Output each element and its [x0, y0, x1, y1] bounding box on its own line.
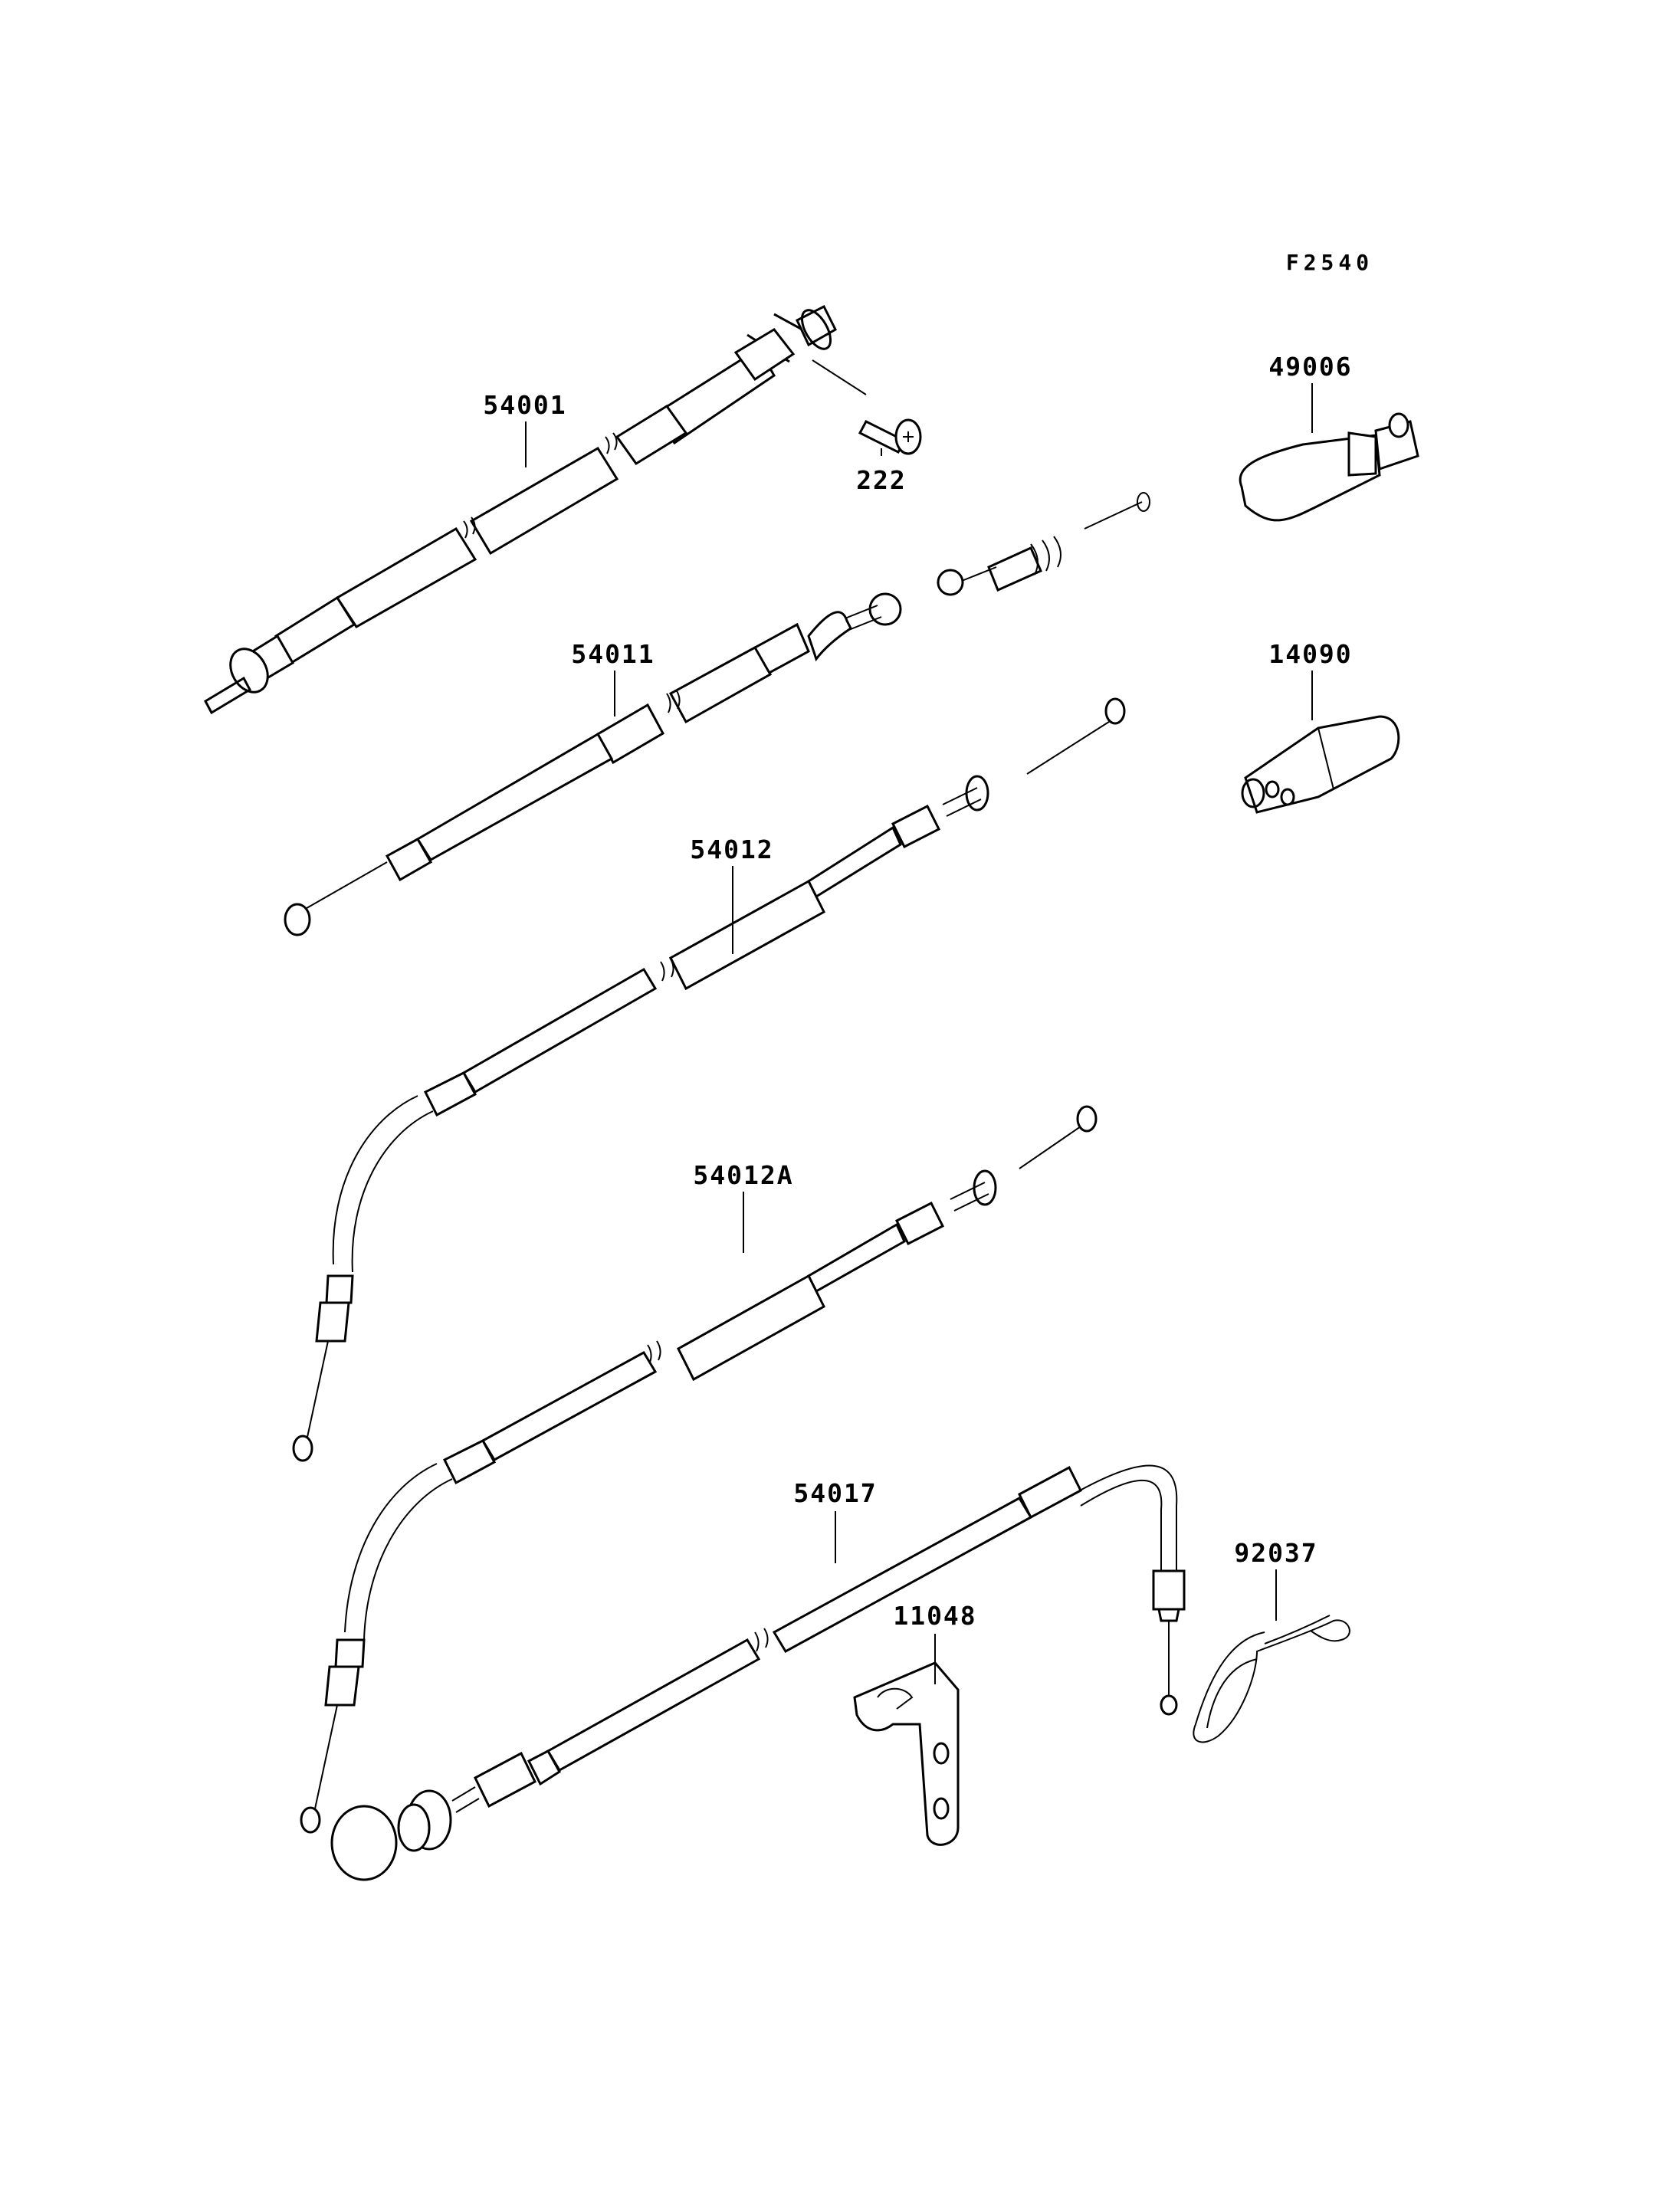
screw-222[interactable]: [858, 418, 922, 455]
label-49006: 49006: [1268, 352, 1352, 382]
label-92037: 92037: [1234, 1538, 1317, 1568]
clip-92037[interactable]: [1193, 1615, 1350, 1743]
label-54011: 54011: [571, 639, 655, 669]
diagram-code: F2540: [1286, 250, 1373, 275]
clutch-cable-54012[interactable]: [292, 697, 1126, 1462]
label-14090: 14090: [1268, 639, 1352, 669]
cable-54011[interactable]: [284, 492, 1150, 936]
clutch-cable-54012a[interactable]: [300, 1105, 1098, 1834]
label-222: 222: [856, 465, 907, 495]
speedometer-cable-54001[interactable]: [204, 304, 837, 715]
choke-cable-54017[interactable]: [330, 1464, 1186, 1881]
label-11048: 11048: [893, 1601, 976, 1631]
label-54017: 54017: [793, 1478, 877, 1508]
label-54012a: 54012A: [693, 1160, 793, 1190]
label-54012: 54012: [690, 835, 773, 864]
leader-222-connector: [812, 359, 867, 395]
bracket-11048[interactable]: [853, 1661, 960, 1846]
boot-49006[interactable]: [1239, 412, 1419, 522]
label-54001: 54001: [483, 390, 566, 420]
cap-14090[interactable]: [1241, 715, 1400, 814]
